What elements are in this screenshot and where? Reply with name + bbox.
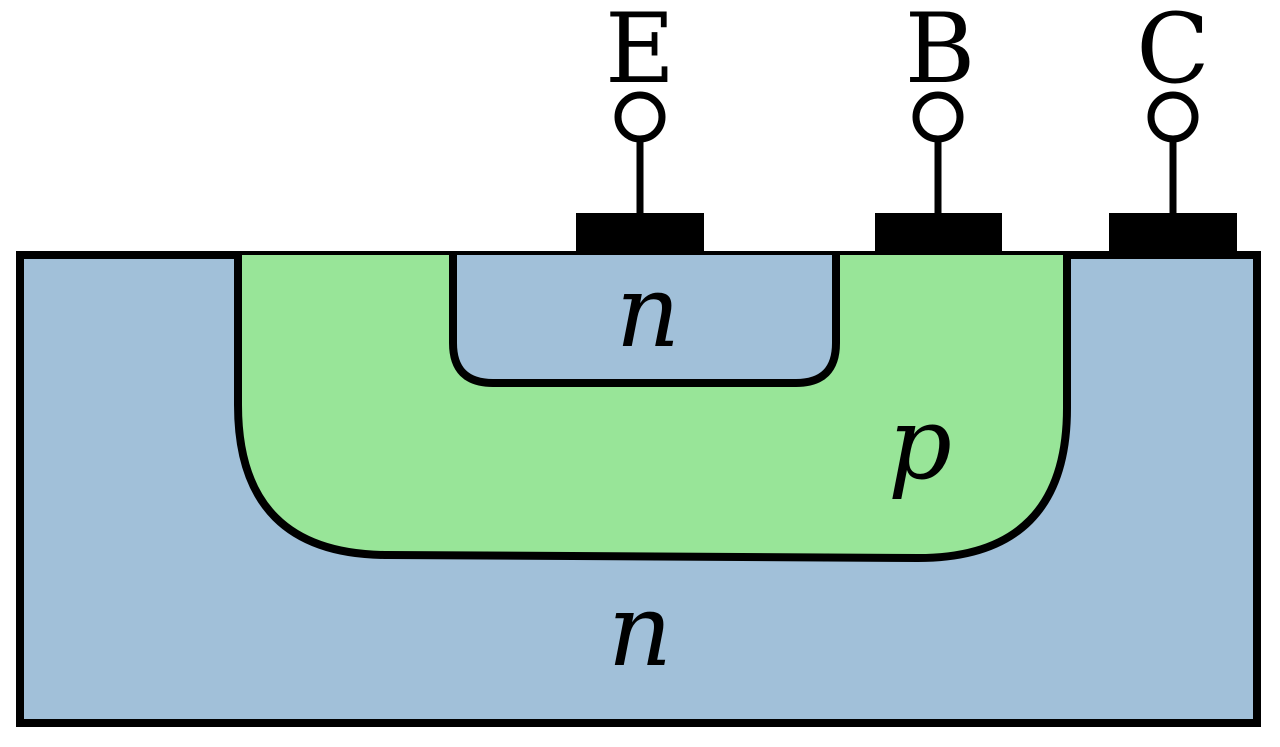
emitter-terminal-icon <box>614 91 666 143</box>
base-terminal-icon <box>912 91 964 143</box>
collector-label: C <box>1136 0 1209 105</box>
base-label: B <box>905 0 976 105</box>
emitter-label: E <box>605 0 675 105</box>
base-region-label: p <box>888 385 952 502</box>
emitter-n-region <box>449 255 840 387</box>
collector-region-label: n <box>608 572 672 689</box>
emitter-region-label: n <box>616 253 680 370</box>
base-p-region <box>234 255 1071 562</box>
base-contact <box>875 213 1002 255</box>
emitter-contact <box>576 213 704 255</box>
collector-contact <box>1109 213 1237 255</box>
collector-terminal-icon <box>1147 91 1199 143</box>
